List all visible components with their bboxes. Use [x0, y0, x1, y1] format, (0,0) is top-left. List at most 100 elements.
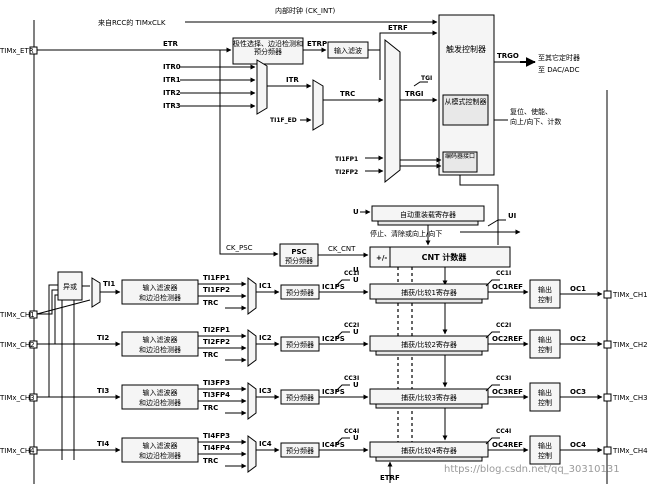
etr-signal-label: ETR: [163, 40, 179, 48]
tib-label-2: TI2FP2: [203, 338, 230, 346]
pin-ch1-in: TIMx_CH1: [0, 310, 38, 319]
prescaler-label-4: 预分频器: [286, 446, 314, 455]
trgi-label: TRGI: [405, 90, 424, 98]
ocref-label-1: OC1REF: [492, 283, 523, 291]
polarity-block-label: 极性选择、边沿检测和预分频器: [233, 40, 303, 56]
pin-ch2-out: TIMx_CH2: [603, 340, 648, 349]
output-ctrl-label-a-1: 输出: [538, 285, 552, 294]
reset-note2: 向上/向下、计数: [510, 117, 561, 126]
cc-right-label-2: CC2I: [496, 322, 511, 329]
cc-label-2: CC2I: [344, 322, 359, 329]
tib-label-1: TI1FP2: [203, 286, 230, 294]
cc-label-3: CC3I: [344, 375, 359, 382]
pin-ch1-out-label: TIMx_CH1: [612, 291, 648, 299]
trc-label-2: TRC: [203, 351, 218, 359]
icps-label-4: IC4PS: [322, 441, 345, 449]
filter-edge-label-a-1: 输入滤波器: [143, 283, 178, 292]
ui-arrow: [487, 219, 506, 227]
pin-ch2-out-label: TIMx_CH2: [612, 341, 648, 349]
oc-label-3: OC3: [570, 388, 586, 396]
psc-sub-label: 预分频器: [285, 256, 313, 265]
filter-edge-label-b-1: 和边沿检测器: [139, 293, 181, 302]
ck-psc-label: CK_PSC: [226, 244, 253, 252]
cc-label-1: CC1I: [344, 270, 359, 277]
cc-right-label-4: CC4I: [496, 428, 511, 435]
ic-mux-2: [247, 329, 257, 367]
ti1-label: TI1: [103, 280, 115, 288]
pin-ch4-in: TIMx_CH4: [0, 446, 38, 455]
ch1-to-mux: [36, 299, 91, 315]
xor-in-ch2: [37, 294, 58, 345]
ti4-label: TI4: [97, 440, 109, 448]
ic-label-2: IC2: [259, 334, 272, 342]
itr1-label: ITR1: [163, 76, 181, 84]
tia-label-4: TI4FP3: [203, 432, 230, 440]
filter-edge-label-b-3: 和边沿检测器: [139, 398, 181, 407]
cc-arrow-3: [335, 384, 350, 392]
filter-edge-label-a-2: 输入滤波器: [143, 335, 178, 344]
pin-ch2-in-label: TIMx_CH2: [0, 341, 35, 349]
u-label-4: U: [353, 434, 359, 442]
cc-register-label-2: 捕获/比较2寄存器: [401, 340, 457, 349]
filter-edge-label-b-2: 和边沿检测器: [139, 345, 181, 354]
encoder-interface: [442, 151, 478, 173]
pin-ch3-out: TIMx_CH3: [603, 393, 648, 402]
etrf-label: ETRF: [388, 24, 408, 32]
cc-right-arrow-2: [485, 331, 500, 339]
cc-right-label-3: CC3I: [496, 375, 511, 382]
trc-label-3: TRC: [203, 404, 218, 412]
tia-label-1: TI1FP1: [203, 274, 230, 282]
xor-label: 异或: [63, 282, 77, 291]
ui-label: UI: [508, 212, 516, 220]
tib-label-4: TI4FP4: [203, 444, 230, 452]
filter-edge-block-4: [121, 437, 199, 463]
itr-mux: [256, 59, 268, 115]
etrp-label: ETRP: [307, 40, 327, 48]
ic-mux-4: [247, 435, 257, 473]
output-ctrl-block-1: [529, 279, 561, 309]
trgo-dest-label: 至其它定时器: [538, 53, 580, 62]
tia-label-3: TI3FP3: [203, 379, 230, 387]
cc-arrow-4: [335, 437, 350, 445]
output-ctrl-label-b-2: 控制: [538, 345, 552, 354]
filter-edge-block-1: [121, 279, 199, 305]
pin-ch3-in: TIMx_CH3: [0, 393, 38, 402]
input-filter-label: 输入滤波: [334, 46, 362, 55]
ti1-mux: [91, 277, 101, 308]
u-label-2: U: [353, 328, 359, 336]
output-ctrl-label-a-4: 输出: [538, 441, 552, 450]
output-ctrl-label-a-2: 输出: [538, 335, 552, 344]
u-label-3: U: [353, 381, 359, 389]
oc-label-4: OC4: [570, 441, 586, 449]
pin-etr: TIMx_ETR: [0, 46, 38, 55]
ti3-label: TI3: [97, 387, 109, 395]
tib-label-3: TI3FP4: [203, 391, 230, 399]
pin-ch4-out: TIMx_CH4: [603, 446, 648, 455]
tgi-arrow: [413, 81, 428, 87]
cc-right-arrow-3: [485, 384, 500, 392]
pin-ch1-out: TIMx_CH1: [603, 290, 648, 299]
pin-ch1-in-label: TIMx_CH1: [0, 311, 35, 319]
tgi-label: TGI: [421, 75, 432, 82]
cc-arrow-2: [335, 331, 350, 339]
filter-edge-block-3: [121, 384, 199, 410]
itr-label: ITR: [286, 76, 299, 84]
cc-register-label-1: 捕获/比较1寄存器: [401, 288, 457, 297]
itr0-label: ITR0: [163, 63, 181, 71]
polarity-block: [232, 37, 304, 65]
cc-register-shadow-1: [375, 298, 483, 304]
prescaler-label-1: 预分频器: [286, 288, 314, 297]
output-ctrl-label-b-3: 控制: [538, 398, 552, 407]
u-label-cnt: U: [353, 266, 359, 274]
cc-label-4: CC4I: [344, 428, 359, 435]
ic-label-3: IC3: [259, 387, 272, 395]
cc-register-label-4: 捕获/比较4寄存器: [401, 446, 457, 455]
slave-controller: [442, 94, 489, 126]
trc-label-4: TRC: [203, 457, 218, 465]
counter-block: [369, 246, 511, 268]
cc-register-shadow-3: [375, 403, 483, 409]
ocref-label-4: OC4REF: [492, 441, 523, 449]
cc-right-arrow-4: [485, 437, 500, 445]
itr3-label: ITR3: [163, 102, 181, 110]
